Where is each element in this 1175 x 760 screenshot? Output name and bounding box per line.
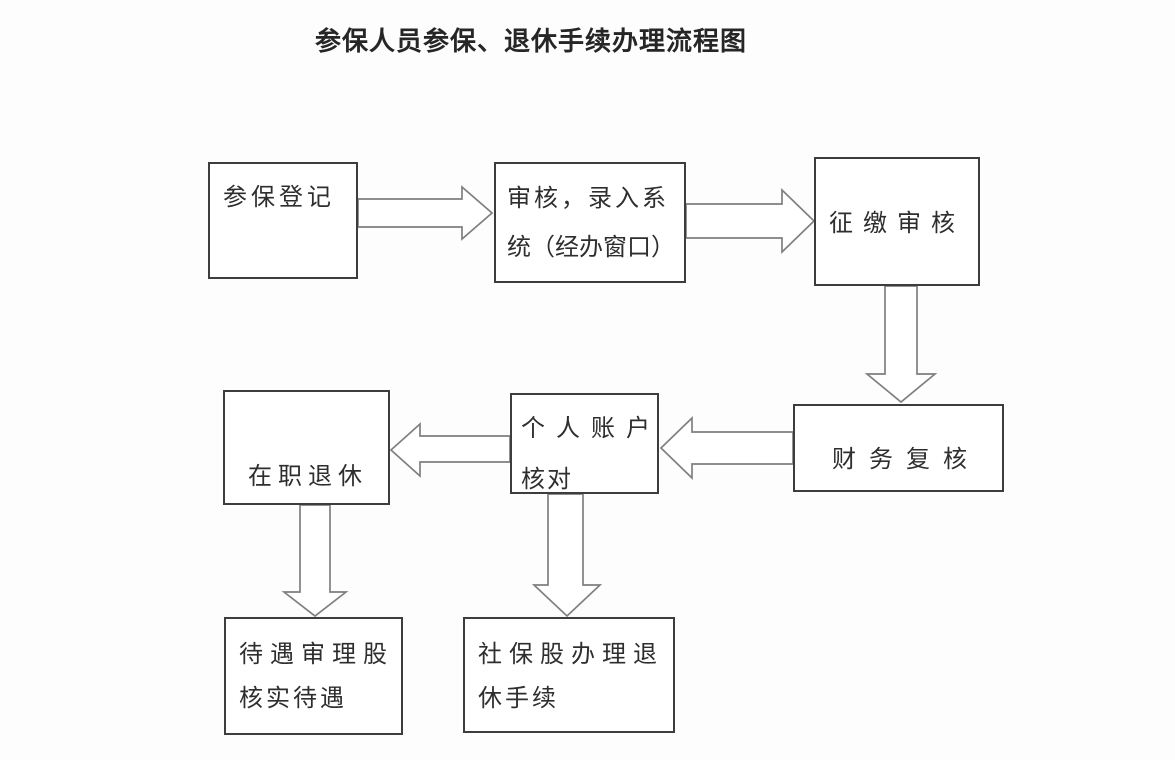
node-label-line: 财务复核 — [832, 446, 980, 473]
node-label-line: 核对 — [521, 466, 573, 493]
node-label-line: 审核，录入系 — [507, 185, 669, 212]
node-collection-review: 征缴审核 — [814, 157, 980, 286]
node-label-line: 统（经办窗口） — [507, 234, 675, 261]
arrow-retirement-to-benefit-icon — [281, 504, 349, 618]
node-label-line: 待遇审理股 — [239, 641, 394, 668]
arrow-account-to-retirement-icon — [389, 422, 511, 478]
node-label-line: 社保股办理退 — [478, 641, 664, 668]
node-in-service-retirement: 在职退休 — [223, 390, 390, 505]
node-label-line: 参保登记 — [223, 184, 335, 211]
node-benefit-audit-section: 待遇审理股 核实待遇 — [224, 617, 403, 735]
page-title: 参保人员参保、退休手续办理流程图 — [314, 26, 747, 56]
arrow-review-to-collection-icon — [685, 187, 816, 255]
node-label-line: 征缴审核 — [829, 210, 965, 237]
arrow-finance-to-account-icon — [659, 415, 794, 481]
arrow-collection-to-finance-icon — [864, 285, 938, 404]
arrow-account-to-social-icon — [531, 493, 603, 618]
node-label-line: 个人账户 — [521, 415, 661, 442]
node-label-line: 休手续 — [478, 685, 559, 712]
node-enrollment-registration: 参保登记 — [208, 162, 358, 279]
node-review-and-system-entry: 审核，录入系 统（经办窗口） — [494, 162, 686, 283]
node-personal-account-check: 个人账户 核对 — [510, 393, 659, 494]
arrow-registration-to-review-icon — [357, 185, 494, 241]
node-financial-recheck: 财务复核 — [793, 404, 1004, 492]
node-social-security-section: 社保股办理退 休手续 — [463, 617, 675, 733]
node-label-line: 在职退休 — [248, 463, 368, 490]
node-label-line: 核实待遇 — [239, 685, 347, 712]
